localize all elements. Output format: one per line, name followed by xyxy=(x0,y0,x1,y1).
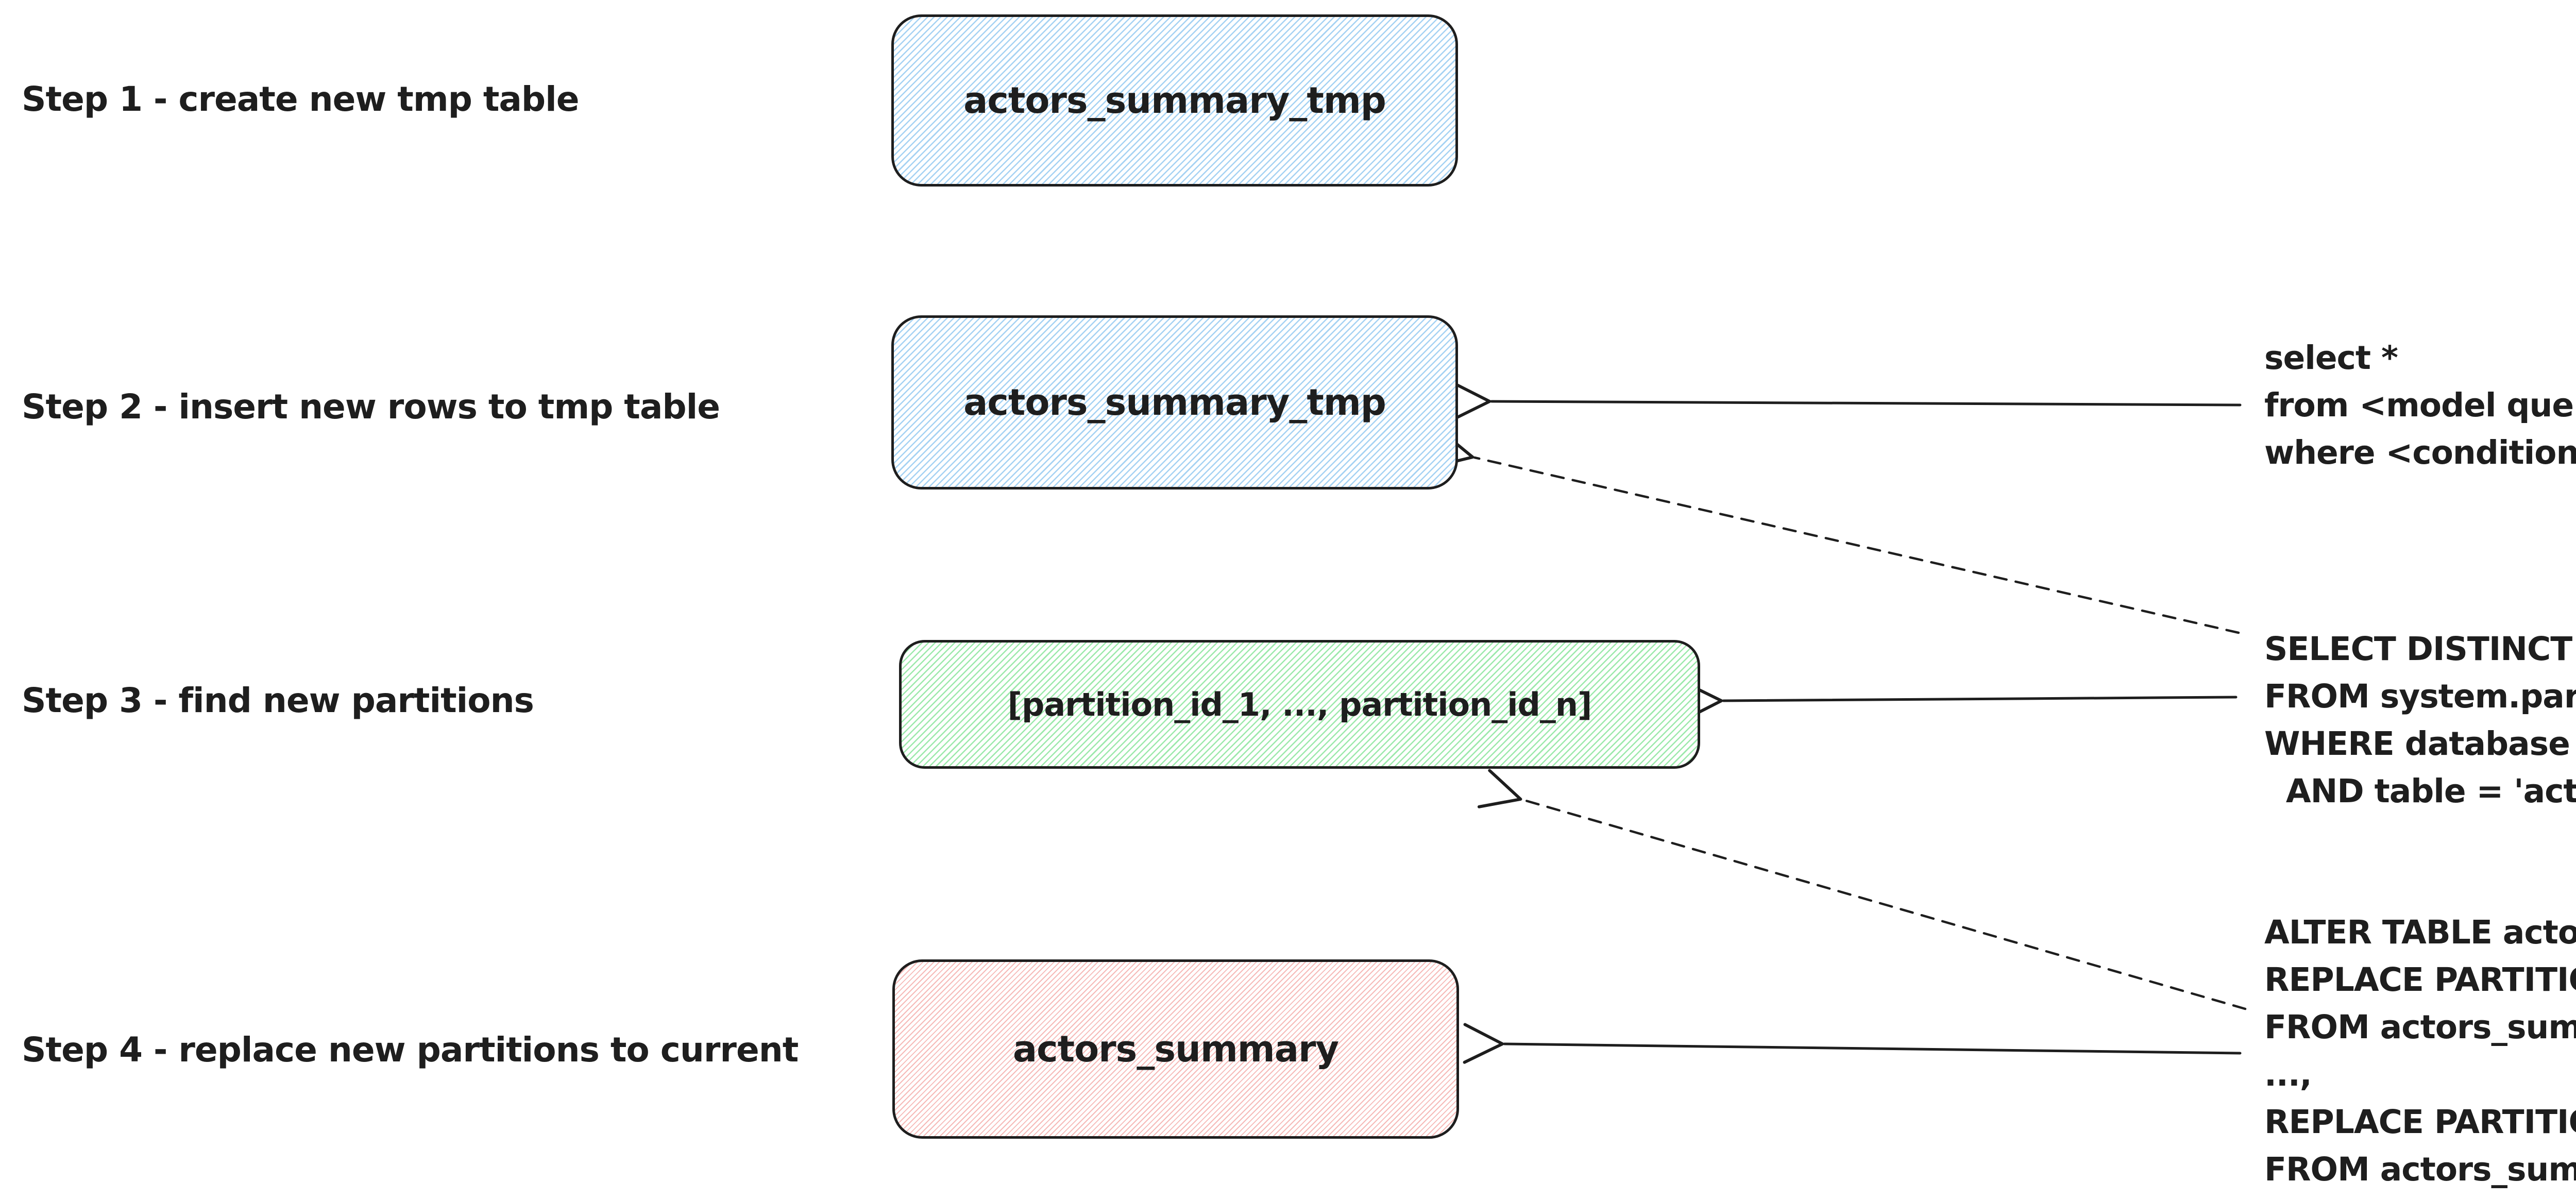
node-actors-summary-label: actors_summary xyxy=(1012,1028,1339,1070)
arrow-partitions-query-to-tmp-table-dashed xyxy=(1430,429,2240,634)
node-tmp-table-inserted[interactable]: actors_summary_tmp xyxy=(891,315,1458,489)
arrow-replace-query-to-actors-summary xyxy=(1463,1023,2242,1064)
node-tmp-table-created-label: actors_summary_tmp xyxy=(963,79,1386,122)
step-4-label: Step 4 - replace new partitions to curre… xyxy=(22,1030,799,1070)
arrow-replace-query-to-partitions-list-dashed xyxy=(1477,769,2247,1010)
step-3-label: Step 3 - find new partitions xyxy=(22,681,534,720)
step-2-label: Step 2 - insert new rows to tmp table xyxy=(22,387,720,427)
node-partitions-list-label: [partition_id_1, ..., partition_id_n] xyxy=(1007,685,1592,723)
query-insert-new-rows: select * from <model query> where <condi… xyxy=(2264,339,2576,471)
node-tmp-table-inserted-label: actors_summary_tmp xyxy=(963,381,1386,424)
arrow-insert-query-to-tmp-table xyxy=(1450,381,2242,422)
node-partitions-list[interactable]: [partition_id_1, ..., partition_id_n] xyxy=(899,640,1700,769)
node-actors-summary[interactable]: actors_summary xyxy=(892,959,1459,1139)
arrow-partitions-query-to-partitions-list xyxy=(1682,680,2238,722)
node-tmp-table-created[interactable]: actors_summary_tmp xyxy=(891,14,1458,187)
query-find-new-partitions: SELECT DISTINCT partition_id FROM system… xyxy=(2264,630,2576,810)
step-1-label: Step 1 - create new tmp table xyxy=(22,79,580,119)
query-replace-partitions: ALTER TABLE actors_summary REPLACE PARTI… xyxy=(2264,914,2576,1188)
